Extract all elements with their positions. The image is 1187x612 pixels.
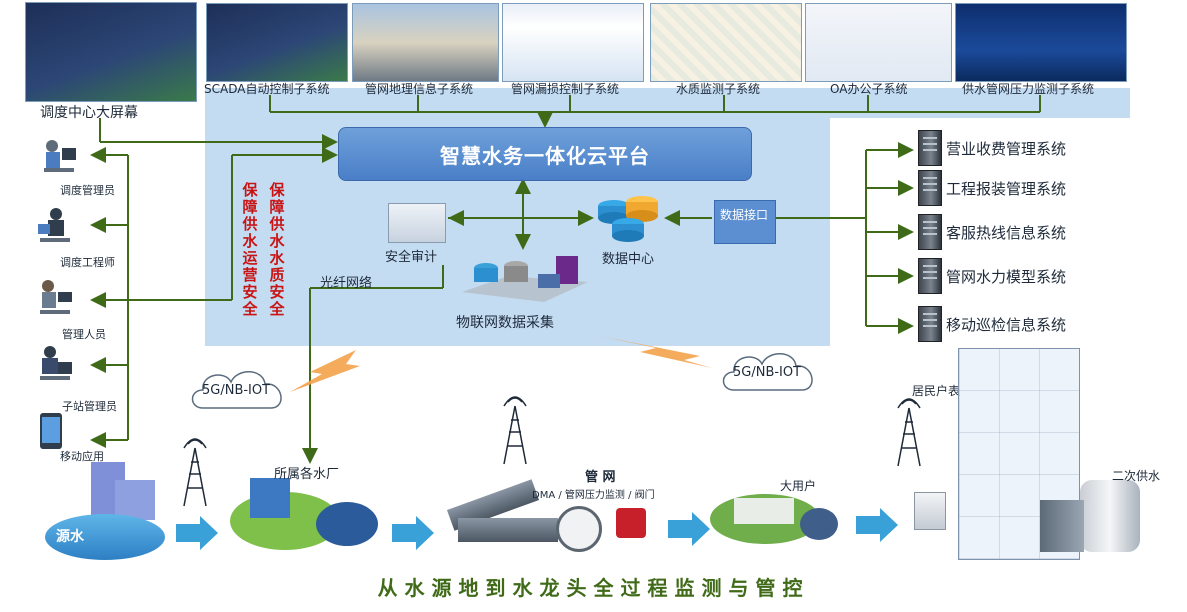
fiber-network-label: 光纤网络 bbox=[320, 276, 373, 291]
scada-thumbnail bbox=[206, 3, 348, 82]
data-interface-label: 数据接口 bbox=[719, 208, 768, 222]
leak-thumbnail bbox=[502, 3, 644, 82]
big-user-label: 大用户 bbox=[780, 479, 817, 493]
water-plant-image bbox=[230, 470, 390, 562]
gis-thumbnail bbox=[352, 3, 499, 82]
network-label-left: 5G/NB-IOT bbox=[202, 383, 271, 398]
manager-icon bbox=[40, 280, 72, 314]
big-user-image bbox=[710, 476, 850, 550]
flow-arrow-icon bbox=[176, 516, 218, 550]
server-icon bbox=[918, 214, 942, 250]
resident-meter-label: 居民户表 bbox=[912, 384, 961, 398]
business-system-inspection: 移动巡检信息系统 bbox=[946, 316, 1067, 334]
business-system-installation: 工程报装管理系统 bbox=[946, 180, 1067, 198]
substation-admin-icon bbox=[40, 346, 72, 380]
user-label-mobile: 移动应用 bbox=[60, 450, 104, 463]
flow-arrow-icon bbox=[392, 516, 434, 550]
guarantee-operation-text: 保障供水运营安全 bbox=[242, 181, 258, 318]
business-system-billing: 营业收费管理系统 bbox=[946, 140, 1067, 158]
pressure-thumbnail bbox=[955, 3, 1127, 82]
pipe-network-image bbox=[446, 478, 678, 552]
subsystem-label-quality: 水质监测子系统 bbox=[676, 82, 761, 96]
network-cloud-right bbox=[722, 353, 813, 391]
subsystem-label-oa: OA办公子系统 bbox=[830, 82, 908, 96]
subsystem-label-gis: 管网地理信息子系统 bbox=[365, 82, 474, 96]
security-audit-icon bbox=[388, 203, 446, 243]
network-label-right: 5G/NB-IOT bbox=[733, 365, 802, 380]
signal-tower-icon bbox=[897, 398, 921, 467]
data-interface-box bbox=[714, 200, 776, 244]
flow-arrow-icon bbox=[856, 508, 898, 542]
business-system-hydraulic: 管网水力模型系统 bbox=[946, 268, 1067, 286]
flow-arrow-icon bbox=[668, 512, 710, 546]
signal-tower-icon bbox=[183, 438, 207, 507]
user-label-manager: 管理人员 bbox=[62, 328, 106, 341]
server-icon bbox=[918, 170, 942, 206]
dispatcher-icon bbox=[44, 140, 76, 172]
secondary-supply-image bbox=[1040, 480, 1150, 556]
pipe-network-subtitle: DMA / 管网压力监测 / 阀门 bbox=[532, 490, 655, 501]
business-system-hotline: 客服热线信息系统 bbox=[946, 224, 1067, 242]
subsystem-label-scada: SCADA自动控制子系统 bbox=[204, 82, 330, 96]
server-icon bbox=[918, 306, 942, 342]
network-cloud-left bbox=[191, 371, 282, 409]
water-plants-label: 所属各水厂 bbox=[274, 467, 340, 482]
water-quality-thumbnail bbox=[650, 3, 802, 82]
subsystem-label-pressure: 供水管网压力监测子系统 bbox=[962, 82, 1095, 96]
platform-title: 智慧水务一体化云平台 bbox=[338, 127, 752, 181]
user-label-engineer: 调度工程师 bbox=[60, 256, 115, 269]
subsystem-label-leak: 管网漏损控制子系统 bbox=[511, 82, 620, 96]
security-audit-label: 安全审计 bbox=[385, 250, 438, 265]
control-center-screen-thumbnail bbox=[25, 2, 197, 102]
guarantee-quality-text: 保障供水水质安全 bbox=[269, 181, 285, 318]
secondary-supply-label: 二次供水 bbox=[1112, 469, 1161, 483]
pipe-network-title: 管 网 bbox=[585, 470, 616, 485]
data-center-label: 数据中心 bbox=[602, 252, 655, 267]
water-source-image bbox=[45, 462, 165, 562]
water-source-label: 源水 bbox=[56, 529, 84, 545]
oa-thumbnail bbox=[805, 3, 952, 82]
control-center-screen-label: 调度中心大屏幕 bbox=[40, 105, 138, 121]
engineer-icon bbox=[38, 208, 70, 242]
iot-collection-icon bbox=[462, 256, 588, 302]
iot-collection-label: 物联网数据采集 bbox=[456, 315, 554, 331]
user-label-substation-admin: 子站管理员 bbox=[62, 400, 117, 413]
cabinet-image bbox=[914, 492, 946, 530]
mobile-app-icon bbox=[40, 413, 62, 449]
server-icon bbox=[918, 130, 942, 166]
data-center-icon bbox=[598, 196, 658, 242]
bottom-title: 从水源地到水龙头全过程监测与管控 bbox=[377, 576, 810, 600]
server-icon bbox=[918, 258, 942, 294]
user-label-dispatcher: 调度管理员 bbox=[60, 184, 115, 197]
signal-tower-icon bbox=[503, 396, 527, 465]
